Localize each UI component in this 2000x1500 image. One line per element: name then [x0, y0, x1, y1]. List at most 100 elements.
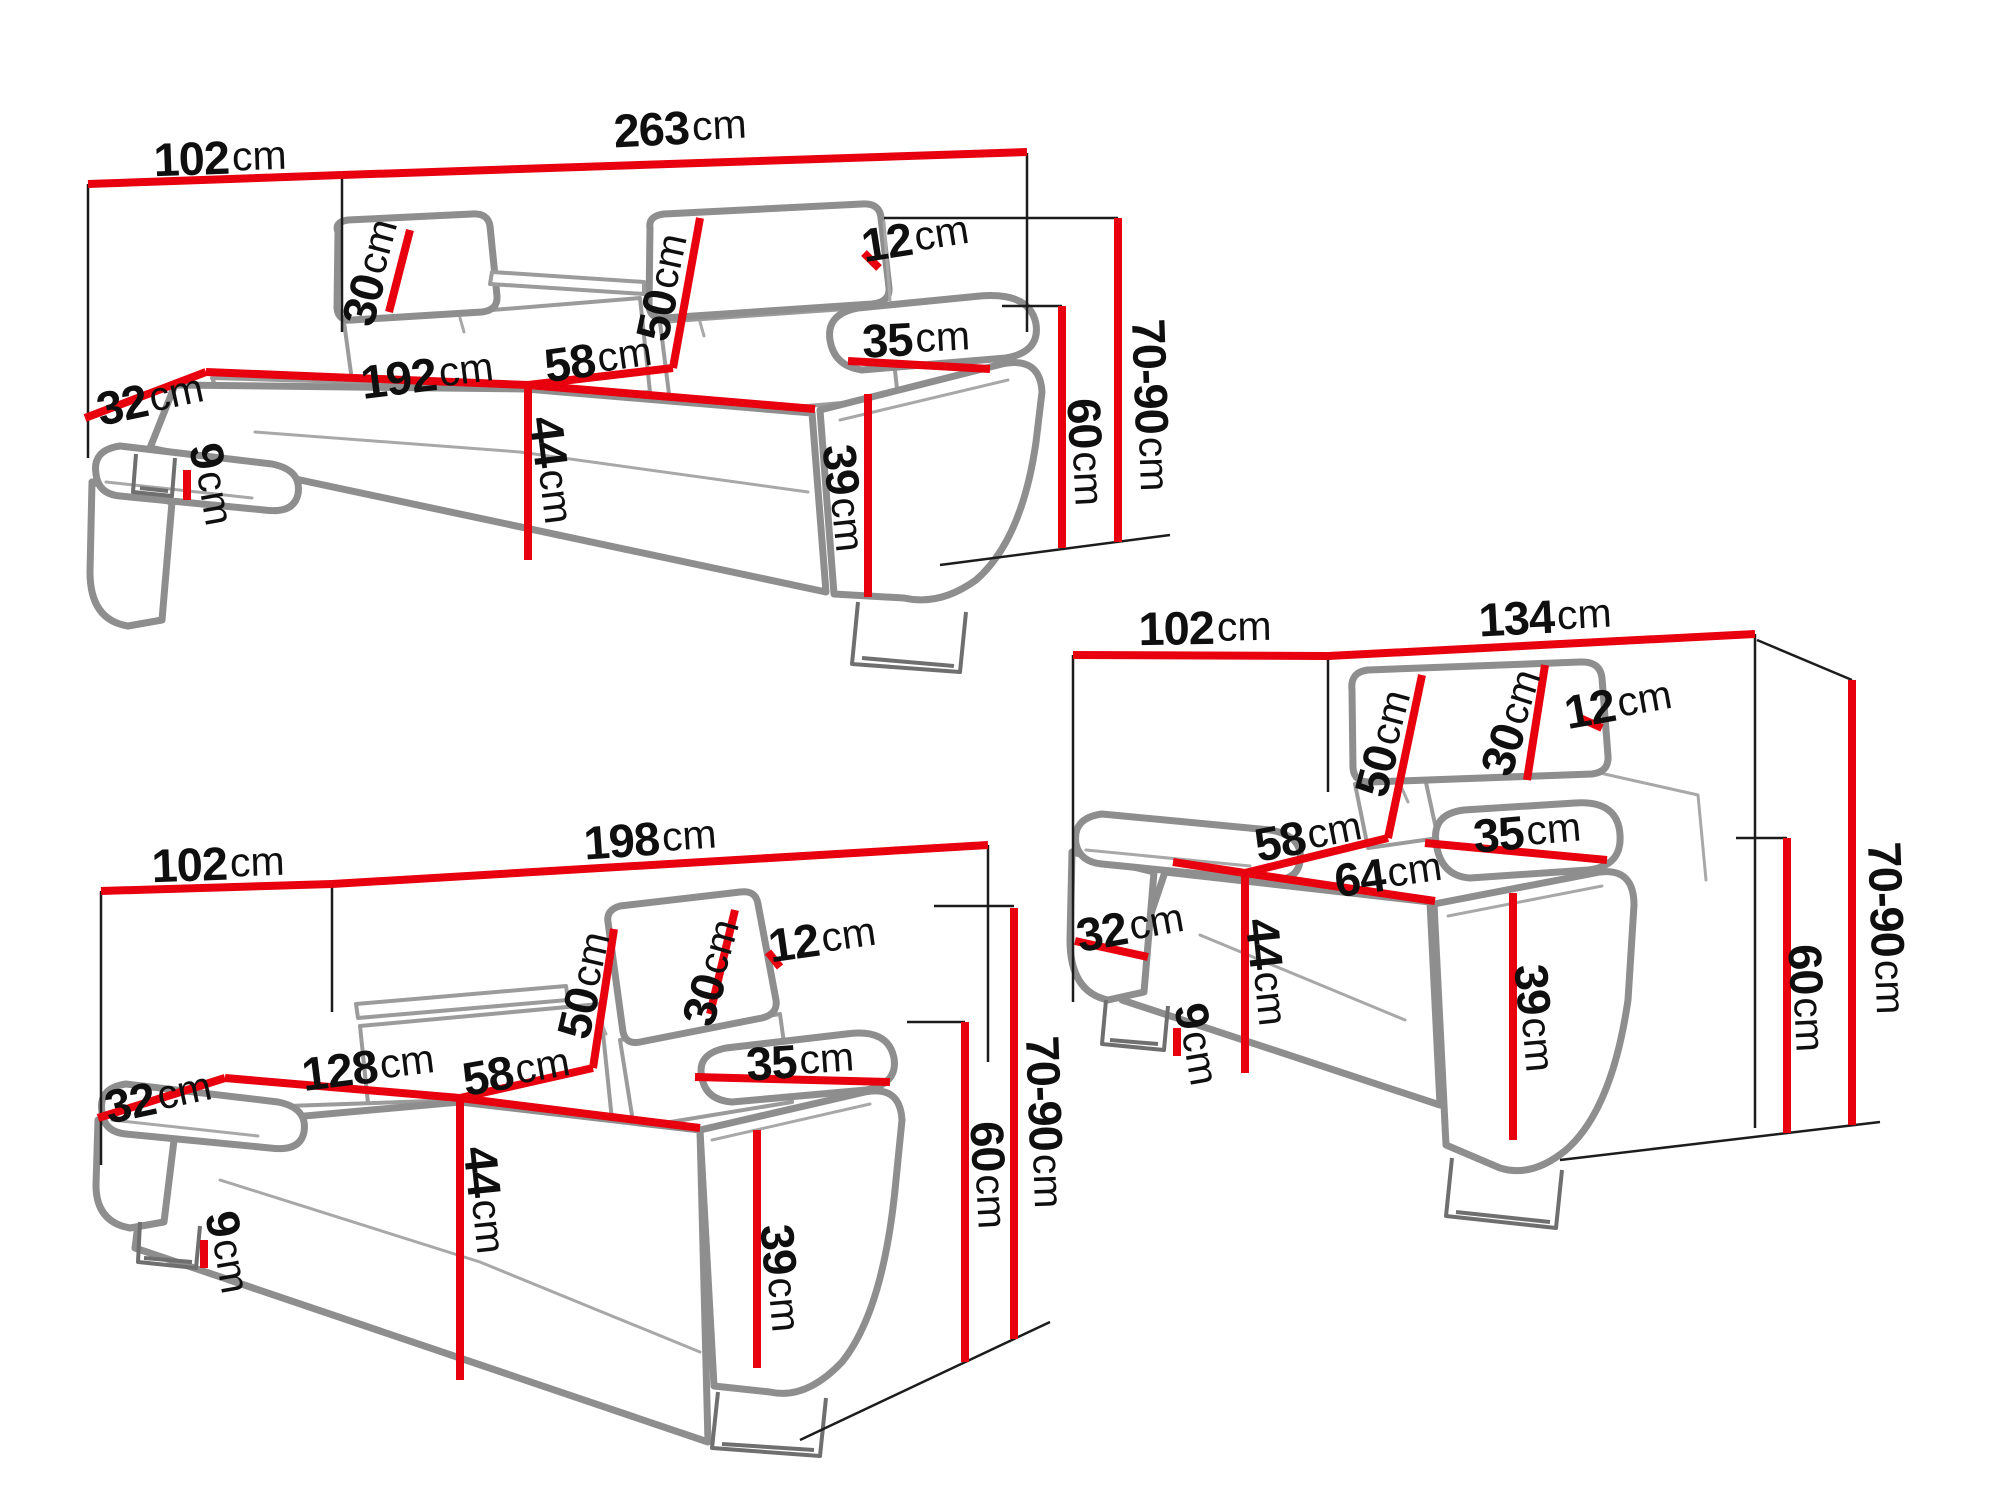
dim-line-armrest-width	[694, 1073, 891, 1086]
dim-label-armrest-side-depth: 32cm	[92, 361, 209, 435]
dim-line-seat-width	[1244, 869, 1436, 905]
dim-line-armrest-side-depth	[83, 368, 208, 422]
dim-line-overall-width	[331, 841, 989, 888]
dim-label-overall-width: 198cm	[582, 807, 718, 869]
two-seater-labels: 102cm 198cm 30cm 50cm 12cm 128cm 58cm 35…	[100, 807, 1075, 1334]
dim-line-overall-width	[1327, 630, 1756, 660]
dim-line-seat-width	[205, 368, 529, 389]
dim-line-overall-width	[341, 148, 1028, 179]
dim-label-backrest-height: 50cm	[546, 926, 622, 1043]
dim-label-armrest-width: 35cm	[861, 309, 972, 368]
folded-headrest-bar	[488, 270, 646, 296]
armchair-drawing	[1066, 658, 1708, 1230]
armchair-reference-lines	[1071, 634, 1881, 1162]
dim-tick-headrest-thickness	[861, 250, 882, 271]
left-armrest-front	[86, 478, 176, 630]
right-armrest-front	[816, 359, 1046, 604]
dim-line-headrest-height	[706, 909, 739, 1015]
dim-line-seat-depth	[527, 364, 674, 389]
dim-label-seat-depth: 58cm	[541, 324, 655, 392]
dim-label-overall-depth: 102cm	[1138, 599, 1272, 654]
dim-line-backrest-height	[1384, 674, 1426, 839]
two-seater-sofa: 102cm 198cm 30cm 50cm 12cm 128cm 58cm 35…	[92, 807, 1075, 1458]
dim-line-armrest-width	[847, 357, 991, 373]
dim-label-armrest-height: 60cm	[1779, 943, 1838, 1054]
right-armrest-seam	[710, 1102, 872, 1142]
left-armrest-seam	[1084, 848, 1252, 868]
dim-line-seat-depth	[1244, 834, 1389, 877]
three-seater-sofa: 102cm 263cm 30cm 50cm 12cm 192cm 58cm 35…	[83, 97, 1181, 674]
dim-label-armrest-front-height: 39cm	[751, 1222, 813, 1334]
dim-label-seat-height: 44cm	[454, 1144, 518, 1257]
dim-line-headrest-height	[385, 229, 414, 313]
left-armrest-seam	[110, 1118, 260, 1138]
dim-label-overall-width: 134cm	[1477, 586, 1613, 646]
dim-label-seat-width: 192cm	[358, 340, 497, 409]
dim-label-headrest-thickness: 12cm	[1560, 668, 1676, 739]
dim-label-overall-depth: 102cm	[151, 834, 286, 892]
left-leg	[136, 1221, 202, 1270]
dim-label-seat-depth: 58cm	[458, 1035, 574, 1106]
ref-floor-line	[1559, 1120, 1881, 1162]
armchair-dimension-lines	[1072, 630, 1856, 1140]
dim-tick-headrest-thickness	[1578, 714, 1604, 732]
right-leg	[1444, 1157, 1564, 1230]
dim-label-armrest-front-height: 39cm	[1505, 962, 1567, 1074]
dim-line-seat-width	[224, 1074, 461, 1102]
dim-label-seat-height: 44cm	[520, 413, 586, 527]
dim-line-seat-front-edge	[527, 381, 816, 413]
left-armrest-front	[92, 1116, 180, 1232]
folded-headrest-bar	[354, 984, 570, 1020]
dim-label-overall-height: 70-90cm	[1122, 318, 1181, 493]
dim-label-armrest-height: 60cm	[1058, 397, 1117, 508]
right-leg	[850, 601, 968, 674]
left-armrest-seam	[104, 480, 254, 500]
dim-label-overall-width: 263cm	[612, 97, 748, 157]
dim-label-overall-height: 70-90cm	[1016, 1035, 1075, 1210]
three-seater-dimension-lines	[83, 148, 1122, 597]
dim-line-armrest-side-depth	[1074, 937, 1149, 961]
dim-label-headrest-thickness: 12cm	[765, 904, 879, 972]
dim-line-armrest-width	[1424, 839, 1608, 864]
dim-label-headrest-thickness: 12cm	[858, 202, 973, 271]
dim-label-armrest-height: 60cm	[961, 1120, 1020, 1231]
dim-label-overall-height: 70-90cm	[1858, 841, 1917, 1016]
dim-label-armrest-side-depth: 32cm	[1072, 891, 1188, 962]
front-skirt-seam	[218, 1178, 702, 1354]
dim-label-seat-depth: 58cm	[1250, 799, 1366, 872]
dim-line-seat-front-edge	[459, 1094, 701, 1132]
dim-label-armrest-side-depth: 32cm	[100, 1059, 217, 1133]
dim-label-seat-width: 64cm	[1331, 839, 1445, 907]
armchair: 102cm 134cm 30cm 50cm 12cm 64cm 58cm 35c…	[1066, 586, 1917, 1230]
right-armrest-front	[1430, 868, 1638, 1175]
three-seater-reference-lines	[86, 153, 1171, 567]
right-leg	[710, 1391, 828, 1458]
back-band-edge	[1598, 771, 1708, 882]
dim-line-backrest-height	[589, 928, 618, 1069]
two-seater-dimension-lines	[96, 841, 1018, 1380]
back-right-edge	[882, 220, 892, 302]
dim-label-seat-height: 44cm	[1236, 916, 1300, 1029]
left-armrest-front	[1066, 848, 1158, 1004]
front-skirt-seam	[1198, 933, 1407, 1022]
dim-label-overall-depth: 102cm	[153, 128, 288, 186]
ref-floor-line	[939, 533, 1171, 567]
dim-line-headrest-height	[1523, 664, 1549, 781]
dim-label-armrest-width: 35cm	[744, 1030, 855, 1090]
dim-label-armrest-front-height: 39cm	[813, 442, 877, 555]
ref-floor-line	[799, 1320, 1051, 1442]
dim-line-seat-depth	[459, 1064, 594, 1102]
dim-line-backrest-height	[669, 217, 704, 369]
dim-line-seat-front-edge	[1172, 858, 1246, 877]
three-seater-sofa-drawing	[86, 200, 1046, 674]
dim-label-armrest-width: 35cm	[1471, 800, 1583, 862]
headrest-support	[458, 316, 706, 338]
left-leg	[131, 453, 177, 498]
dim-label-backrest-height: 50cm	[625, 229, 699, 346]
front-skirt-seam	[253, 430, 810, 494]
left-leg	[1100, 999, 1170, 1052]
dim-line-armrest-side-depth	[96, 1074, 227, 1122]
dim-label-seat-width: 128cm	[299, 1032, 438, 1101]
